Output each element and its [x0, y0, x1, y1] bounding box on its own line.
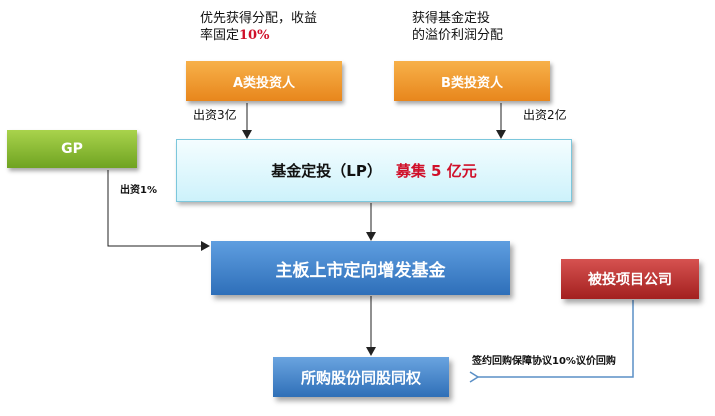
- investor-a-desc-prefix: 率固定: [200, 28, 240, 43]
- investor-b-box[interactable]: B类投资人: [394, 61, 550, 101]
- investor-b-description: 获得基金定投 的溢价利润分配: [412, 10, 503, 44]
- gp-box[interactable]: GP: [7, 130, 137, 168]
- arrow-company-to-shares: [469, 300, 634, 383]
- fund-lp-name: 基金定投（LP）: [271, 162, 382, 180]
- fund-lp-box[interactable]: 基金定投（LP） 募集 5 亿元: [176, 139, 572, 202]
- investor-b-contribution-label: 出资2亿: [523, 108, 567, 122]
- gp-contribution-label: 出资1%: [120, 185, 157, 196]
- investor-a-box[interactable]: A类投资人: [186, 61, 342, 101]
- investor-a-fixed-rate: 10%: [239, 28, 270, 43]
- buyback-agreement-label: 签约回购保障协议10%议价回购: [472, 356, 616, 367]
- invested-company-box[interactable]: 被投项目公司: [561, 259, 699, 299]
- fund-raise-amount: 募集 5 亿元: [395, 162, 477, 180]
- investor-a-description: 优先获得分配，收益 率固定10%: [200, 10, 317, 44]
- arrow-gp-to-main: [107, 170, 210, 251]
- acquired-shares-box[interactable]: 所购股份同股同权: [273, 357, 449, 397]
- investor-b-desc-line2: 的溢价利润分配: [412, 28, 504, 43]
- investor-a-desc-line2: 率固定10%: [200, 27, 317, 44]
- investor-a-contribution-label: 出资3亿: [193, 108, 237, 122]
- investor-a-desc-line1: 优先获得分配，收益: [200, 11, 318, 26]
- main-board-fund-box[interactable]: 主板上市定向增发基金: [211, 241, 510, 295]
- investor-b-desc-line1: 获得基金定投: [412, 11, 491, 26]
